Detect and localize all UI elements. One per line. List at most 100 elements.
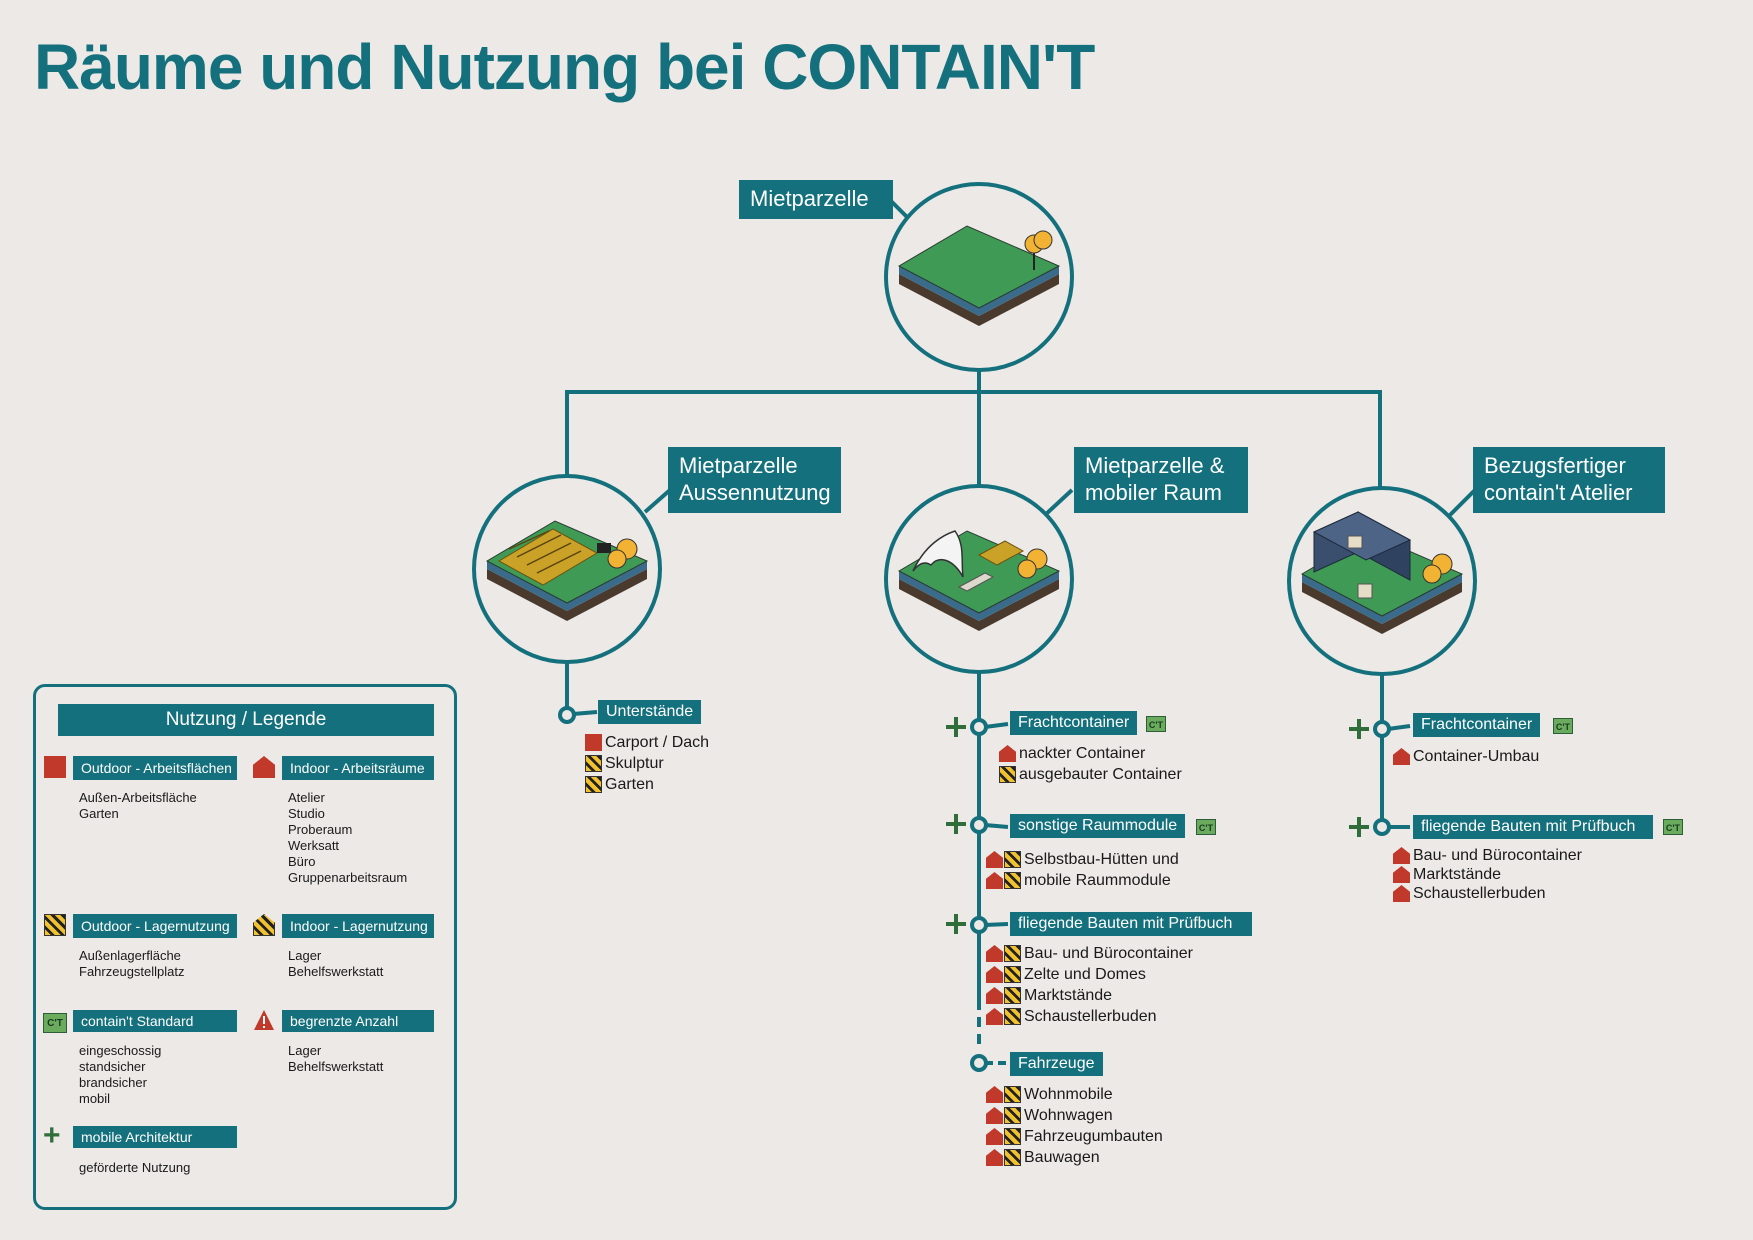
- indoor-work-icon: [986, 1086, 1003, 1103]
- indoor-storage-icon: [1004, 872, 1021, 889]
- branch-tag-raummodule: sonstige Raummodule: [1010, 814, 1186, 838]
- indoor-work-icon: [1393, 847, 1410, 864]
- indoor-work-icon: [986, 966, 1003, 983]
- indoor-work-icon: [986, 851, 1003, 868]
- warning-triangle-icon: [254, 1010, 274, 1030]
- indoor-storage-icon: [1004, 1086, 1021, 1103]
- legend-label-outdoor-work: Outdoor - Arbeitsflächen: [73, 756, 237, 780]
- legend-label-standard: contain't Standard: [73, 1010, 237, 1032]
- list-item: Bau- und Bürocontainer: [986, 943, 1193, 964]
- list-item: Bauwagen: [986, 1147, 1163, 1168]
- legend-label-indoor-storage: Indoor - Lagernutzung: [282, 914, 434, 938]
- node-tag-mobiler-raum: Mietparzelle & mobiler Raum: [1074, 447, 1248, 513]
- page-title: Räume und Nutzung bei CONTAIN'T: [34, 31, 1095, 103]
- outdoor-work-icon: [44, 756, 66, 778]
- list-item: nackter Container: [999, 743, 1182, 764]
- indoor-storage-icon: [1004, 851, 1021, 868]
- list-item: Carport / Dach: [585, 732, 709, 753]
- legend-label-mobile-arch: mobile Architektur: [73, 1126, 237, 1148]
- legend-desc-outdoor-work: Außen-Arbeitsfläche Garten: [79, 790, 197, 821]
- indoor-work-icon: [986, 945, 1003, 962]
- indoor-storage-icon: [1004, 945, 1021, 962]
- plus-icon: +: [43, 1119, 61, 1152]
- legend-label-outdoor-storage: Outdoor - Lagernutzung: [73, 914, 237, 938]
- list-item: Wohnwagen: [986, 1105, 1163, 1126]
- branch-tag-fliegende-bauten-atelier: fliegende Bauten mit Prüfbuch: [1413, 815, 1653, 839]
- list-item: Selbstbau-Hütten und: [986, 849, 1179, 870]
- legend-title: Nutzung / Legende: [58, 704, 434, 736]
- ct-standard-icon: C'T: [43, 1013, 67, 1033]
- parcel-illustration-outdoor: [485, 520, 649, 621]
- outdoor-storage-icon: [585, 776, 602, 793]
- ct-standard-icon: C'T: [1146, 716, 1166, 732]
- list-fliegende-bauten: Bau- und Bürocontainer Zelte und Domes M…: [986, 943, 1193, 1027]
- list-fliegende-bauten-atelier: Bau- und Bürocontainer Marktstände Schau…: [1393, 846, 1582, 903]
- outdoor-storage-icon: [585, 755, 602, 772]
- list-item: Fahrzeugumbauten: [986, 1126, 1163, 1147]
- legend-desc-standard: eingeschossig standsicher brandsicher mo…: [79, 1043, 162, 1106]
- indoor-storage-icon: [1004, 1149, 1021, 1166]
- branch-tag-frachtcontainer-atelier: Frachtcontainer: [1413, 713, 1541, 737]
- legend-desc-mobile-arch: geförderte Nutzung: [79, 1160, 191, 1175]
- node-tag-atelier: Bezugsfertiger contain't Atelier: [1473, 447, 1665, 513]
- indoor-work-icon: [1393, 748, 1410, 765]
- indoor-work-icon: [986, 1149, 1003, 1166]
- indoor-storage-icon: [1004, 966, 1021, 983]
- indoor-work-icon: [986, 872, 1003, 889]
- node-tag-mietparzelle: Mietparzelle: [739, 180, 893, 219]
- indoor-storage-icon: [1004, 1008, 1021, 1025]
- list-item: Zelte und Domes: [986, 964, 1193, 985]
- plus-icons: [946, 717, 1369, 934]
- indoor-work-icon: [999, 745, 1016, 762]
- list-item: Wohnmobile: [986, 1084, 1163, 1105]
- branch-dots: [558, 706, 1391, 1072]
- list-item: Marktstände: [986, 985, 1193, 1006]
- indoor-storage-icon: [253, 914, 275, 936]
- legend-desc-outdoor-storage: Außenlagerfläche Fahrzeugstellplatz: [79, 948, 185, 979]
- ct-standard-icon: C'T: [1663, 819, 1683, 835]
- parcel-illustration-root: [897, 225, 1061, 326]
- indoor-storage-icon: [1004, 987, 1021, 1004]
- legend-label-indoor-work: Indoor - Arbeitsräume: [282, 756, 434, 780]
- indoor-work-icon: [1393, 885, 1410, 902]
- branch-tag-fliegende-bauten: fliegende Bauten mit Prüfbuch: [1010, 912, 1252, 936]
- list-item: Garten: [585, 774, 709, 795]
- list-frachtcontainer-atelier: Container-Umbau: [1393, 746, 1539, 767]
- branch-tag-unterstaende: Unterstände: [598, 700, 702, 724]
- indoor-storage-icon: [999, 766, 1016, 783]
- indoor-storage-icon: [1004, 1107, 1021, 1124]
- list-item: Container-Umbau: [1393, 746, 1539, 767]
- indoor-work-icon: [986, 1008, 1003, 1025]
- list-item: Bau- und Bürocontainer: [1393, 846, 1582, 865]
- indoor-work-icon: [986, 987, 1003, 1004]
- outdoor-work-icon: [585, 734, 602, 751]
- branch-tag-fahrzeuge: Fahrzeuge: [1010, 1052, 1103, 1076]
- indoor-work-icon: [986, 1128, 1003, 1145]
- list-raummodule: Selbstbau-Hütten und mobile Raummodule: [986, 849, 1179, 891]
- branch-tag-frachtcontainer: Frachtcontainer: [1010, 711, 1138, 735]
- legend-desc-limited: Lager Behelfswerkstatt: [288, 1043, 384, 1074]
- indoor-work-icon: [986, 1107, 1003, 1124]
- ct-standard-icon: C'T: [1196, 819, 1216, 835]
- list-frachtcontainer: nackter Container ausgebauter Container: [999, 743, 1182, 785]
- legend-desc-indoor-storage: Lager Behelfswerkstatt: [288, 948, 384, 979]
- list-item: Schaustellerbuden: [986, 1006, 1193, 1027]
- indoor-storage-icon: [1004, 1128, 1021, 1145]
- parcel-illustration-mobile: [897, 530, 1061, 631]
- node-tag-aussennutzung: Mietparzelle Aussennutzung: [668, 447, 841, 513]
- legend-label-limited: begrenzte Anzahl: [282, 1010, 434, 1032]
- list-item: Skulptur: [585, 753, 709, 774]
- legend-panel: Nutzung / Legende Outdoor - Arbeitsfläch…: [33, 684, 457, 1210]
- legend-desc-indoor-work: Atelier Studio Proberaum Werksatt Büro G…: [288, 790, 408, 885]
- list-item: Schaustellerbuden: [1393, 884, 1582, 903]
- list-fahrzeuge: Wohnmobile Wohnwagen Fahrzeugumbauten Ba…: [986, 1084, 1163, 1168]
- indoor-work-icon: [1393, 866, 1410, 883]
- parcel-illustration-atelier: [1300, 511, 1464, 634]
- list-item: mobile Raummodule: [986, 870, 1179, 891]
- list-item: Marktstände: [1393, 865, 1582, 884]
- list-unterstaende: Carport / Dach Skulptur Garten: [585, 732, 709, 795]
- outdoor-storage-icon: [44, 914, 66, 936]
- ct-standard-icon: C'T: [1553, 718, 1573, 734]
- indoor-work-icon: [253, 756, 275, 778]
